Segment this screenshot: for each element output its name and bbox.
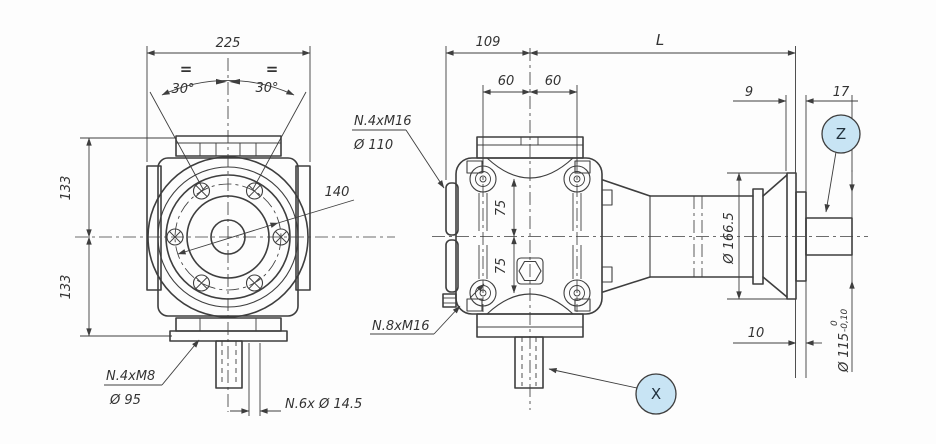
- dim-75-upper-label: 75: [494, 200, 509, 217]
- output-shaft-assembly: [601, 172, 853, 300]
- dim-115-tol: Ø 115 0 -0,10: [830, 170, 855, 373]
- balloon-z: Z: [821, 114, 861, 213]
- side-hex-plug: [516, 257, 544, 285]
- note-n4xm8: N.4xM8 Ø 95: [104, 339, 200, 408]
- dim-60-pair: 60 60: [482, 74, 578, 164]
- dim-10: 10: [733, 326, 822, 346]
- dim-n6-holes: N.6x Ø 14.5: [230, 343, 362, 416]
- dim-166-5: Ø 166.5: [722, 172, 788, 300]
- front-output-shaft: [215, 340, 243, 389]
- dim-angles-30: = = 30° 30°: [149, 60, 307, 190]
- dim-109: 109: [445, 35, 531, 180]
- dim-60-right-label: 60: [545, 74, 562, 89]
- dim-n6-holes-label: N.6x Ø 14.5: [285, 397, 362, 412]
- dim-225: 225: [146, 36, 311, 162]
- dim-75-lower-label: 75: [494, 258, 509, 275]
- dim-115-label: Ø 115: [837, 333, 852, 373]
- note-n4xm8-dia-label: Ø 95: [109, 393, 141, 408]
- equal-mark-right: =: [266, 60, 279, 78]
- dim-75-pair: 75 75: [494, 178, 517, 294]
- balloon-z-label: Z: [836, 125, 846, 143]
- dim-30-right-label: 30°: [255, 81, 278, 96]
- dim-133-lower-label: 133: [59, 275, 74, 300]
- balloon-x: X: [548, 367, 677, 415]
- dim-115-tol-upper: 0: [830, 320, 840, 326]
- dim-133-upper-label: 133: [59, 176, 74, 201]
- dim-109-label: 109: [476, 35, 501, 50]
- note-n8xm16: N.8xM16: [370, 283, 485, 335]
- dim-9-17: 9 17: [733, 46, 858, 378]
- note-n4xm16: N.4xM16 Ø 110: [352, 114, 445, 189]
- note-n4xm16-label: N.4xM16: [354, 114, 412, 129]
- dim-140: 140: [177, 185, 355, 255]
- dim-10-label: 10: [748, 326, 765, 341]
- dim-133-pair: 133 133: [59, 137, 176, 337]
- dim-166-5-label: Ø 166.5: [722, 212, 737, 265]
- note-n4xm8-label: N.4xM8: [106, 369, 155, 384]
- dim-L-label: L: [656, 31, 664, 49]
- dim-9-label: 9: [745, 85, 753, 100]
- front-view-centerlines: [75, 58, 395, 412]
- note-n8xm16-label: N.8xM16: [372, 319, 430, 334]
- dim-30-left-label: 30°: [171, 82, 194, 97]
- side-housing-outline: [442, 136, 603, 338]
- front-view: 225 = = 30° 30° 133 133 140: [59, 36, 395, 416]
- equal-mark-left: =: [180, 60, 193, 78]
- dim-225-label: 225: [216, 36, 241, 51]
- balloon-x-label: X: [651, 385, 661, 403]
- dim-17-label: 17: [833, 85, 850, 100]
- dim-140-label: 140: [325, 185, 350, 200]
- side-view: 109 L 60 60 75 75 N.4xM16 Ø 110: [352, 31, 868, 415]
- note-n4xm16-dia-label: Ø 110: [353, 138, 393, 153]
- dim-115-tol-lower: -0,10: [840, 308, 850, 332]
- dim-L: L: [529, 31, 796, 56]
- dim-60-left-label: 60: [498, 74, 515, 89]
- side-bottom-shaft: [514, 336, 544, 389]
